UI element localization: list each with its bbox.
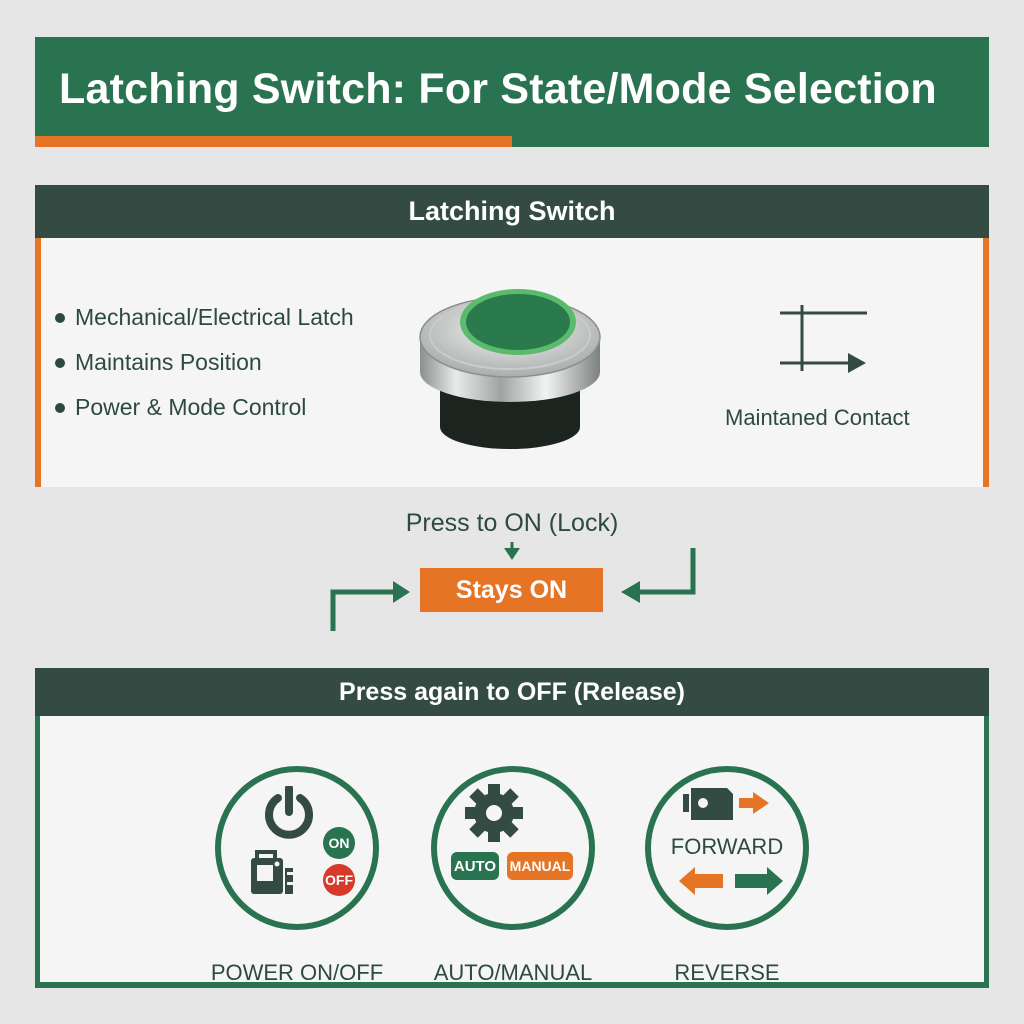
- feature-label: POWER ON/OFF: [210, 960, 384, 985]
- direction-arrows-icon: [679, 867, 783, 895]
- auto-badge: AUTO: [451, 852, 499, 880]
- page-title: Latching Switch: For State/Mode Selectio…: [59, 65, 937, 113]
- bullet-item: Mechanical/Electrical Latch: [55, 295, 354, 340]
- motor-icon: [683, 788, 769, 820]
- bullet-item: Power & Mode Control: [55, 385, 354, 430]
- press-on-label: Press to ON (Lock): [405, 509, 619, 537]
- feature-label: AUTO/MANUAL: [433, 960, 593, 985]
- stays-on-state: Stays ON: [420, 568, 603, 612]
- off-badge: OFF: [323, 864, 355, 896]
- feature-label: REVERSE: [674, 960, 780, 985]
- feature-ring: ON OFF: [215, 766, 379, 930]
- machine-icon: [251, 850, 293, 894]
- power-icon: [265, 786, 313, 839]
- arrow-right-icon: [735, 867, 783, 895]
- title-banner: Latching Switch: For State/Mode Selectio…: [35, 37, 989, 147]
- gear-icon: [465, 784, 523, 842]
- on-badge: ON: [323, 827, 355, 859]
- flow-arrows: [330, 542, 696, 631]
- card-header: Latching Switch: [35, 185, 989, 238]
- manual-badge: MANUAL: [507, 852, 573, 880]
- card-header: Press again to OFF (Release): [35, 668, 989, 716]
- bullet-dot-icon: [55, 357, 65, 368]
- feature-ring: AUTO MANUAL: [431, 766, 595, 930]
- arrow-left-icon: [679, 867, 723, 895]
- feature-auto-manual: AUTO MANUAL AUTO/MANUAL: [428, 766, 598, 985]
- arrow-right-bent-icon: [638, 548, 696, 595]
- banner-accent-bar: [35, 136, 512, 147]
- accent-bar-right: [983, 238, 989, 487]
- feature-reverse: FORWARD REVERSE: [642, 766, 812, 985]
- forward-label: FORWARD: [670, 834, 784, 859]
- contact-label: Maintaned Contact: [725, 405, 910, 430]
- latching-switch-card: Latching Switch Mechanical/Electrical La…: [35, 185, 989, 487]
- bullet-item: Maintains Position: [55, 340, 354, 385]
- bullet-dot-icon: [55, 312, 65, 323]
- accent-bar-left: [35, 238, 41, 487]
- maintained-contact-symbol-icon: [780, 305, 867, 373]
- feature-bullets: Mechanical/Electrical Latch Maintains Po…: [55, 295, 354, 430]
- arrow-left-bent-icon: [330, 589, 395, 631]
- feature-power-on-off: ON OFF POWER ON/OFF: [211, 766, 383, 985]
- bullet-dot-icon: [55, 402, 65, 413]
- feature-ring: FORWARD: [645, 766, 809, 930]
- push-button-icon: [419, 289, 601, 449]
- arrow-down-icon: [504, 548, 520, 560]
